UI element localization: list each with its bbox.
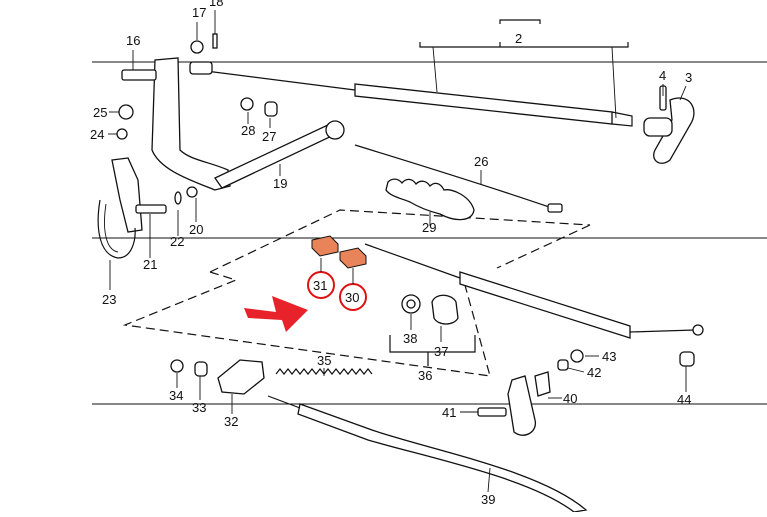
callout-34: 34: [169, 388, 183, 403]
callout-20: 20: [189, 222, 203, 237]
leader-2b: [611, 46, 617, 119]
nut-43: [570, 349, 584, 363]
cable-wire-upper: [197, 69, 356, 91]
washer-20: [186, 186, 198, 198]
callout-31: 31: [313, 278, 327, 293]
bush-37: [431, 294, 459, 325]
callout-44: 44: [677, 392, 691, 407]
shaft-end: [325, 120, 345, 140]
callout-28: 28: [241, 123, 255, 138]
callout-24: 24: [90, 127, 104, 142]
dashed-assembly-outline: [122, 209, 591, 377]
callout-40: 40: [563, 391, 577, 406]
handle-sleeve: [643, 117, 673, 137]
callout-2: 2: [515, 31, 522, 46]
pin-18: [212, 33, 218, 49]
bracket-2: [419, 42, 629, 48]
bracket-2-top: [499, 19, 541, 24]
callout-37: 37: [434, 344, 448, 359]
callout-27: 27: [262, 129, 276, 144]
cap-44: [679, 351, 695, 367]
brake-cable-upper: [354, 83, 613, 125]
nut-34: [170, 359, 184, 373]
washer-17: [190, 40, 204, 54]
guide-block-31: [311, 235, 339, 257]
callout-35: 35: [317, 353, 331, 368]
guide-block-30: [339, 247, 367, 269]
callout-43: 43: [602, 349, 616, 364]
bracket-36: [389, 335, 476, 353]
callout-16: 16: [126, 33, 140, 48]
clamp-40-tab: [534, 371, 551, 397]
bracket-32: [217, 359, 265, 395]
nut-25: [118, 104, 134, 120]
callout-41: 41: [442, 405, 456, 420]
boot-29: [385, 178, 475, 221]
cable-26: [354, 144, 553, 209]
nut-28: [240, 97, 254, 111]
callout-17: 17: [192, 5, 206, 20]
bolt-16: [121, 69, 157, 81]
bush-27: [264, 101, 278, 117]
cable-39-wire: [267, 395, 301, 409]
callout-36: 36: [418, 368, 432, 383]
cable-right-end: [629, 329, 696, 333]
pin-22: [135, 204, 167, 214]
callout-25: 25: [93, 105, 107, 120]
ring-22: [174, 191, 182, 205]
callout-26: 26: [474, 154, 488, 169]
washer-24: [116, 128, 128, 140]
washer-42: [557, 359, 569, 371]
bracket-21: [111, 157, 143, 233]
clamp-40: [507, 375, 537, 436]
callout-33: 33: [192, 400, 206, 415]
leader-lines: [108, 10, 687, 493]
cable-39: [297, 403, 588, 513]
lever-19: [151, 57, 231, 191]
callout-22: 22: [170, 234, 184, 249]
callout-4: 4: [659, 68, 666, 83]
callout-23: 23: [102, 292, 116, 307]
cable-end-ring: [692, 324, 704, 336]
brake-cable-upper-end: [611, 111, 633, 127]
highlight-arrow: [244, 296, 308, 332]
callout-42: 42: [587, 365, 601, 380]
cable-26-end: [547, 203, 563, 213]
cable-clevis: [189, 61, 213, 75]
callout-38: 38: [403, 331, 417, 346]
callout-18: 18: [209, 0, 223, 9]
handle-3: [653, 97, 695, 164]
spring-clip-23: [97, 199, 136, 259]
spring-clip-23-inner: [104, 203, 119, 253]
nut-38-hole: [406, 299, 416, 309]
callout-3: 3: [685, 70, 692, 85]
callout-29: 29: [422, 220, 436, 235]
bush-33: [194, 361, 208, 377]
leader-2a: [432, 46, 438, 93]
callout-30: 30: [345, 290, 359, 305]
callout-19: 19: [273, 176, 287, 191]
callout-21: 21: [143, 257, 157, 272]
callout-39: 39: [481, 492, 495, 507]
bolt-41: [477, 407, 507, 417]
cable-sheath-right: [459, 271, 631, 339]
callout-32: 32: [224, 414, 238, 429]
